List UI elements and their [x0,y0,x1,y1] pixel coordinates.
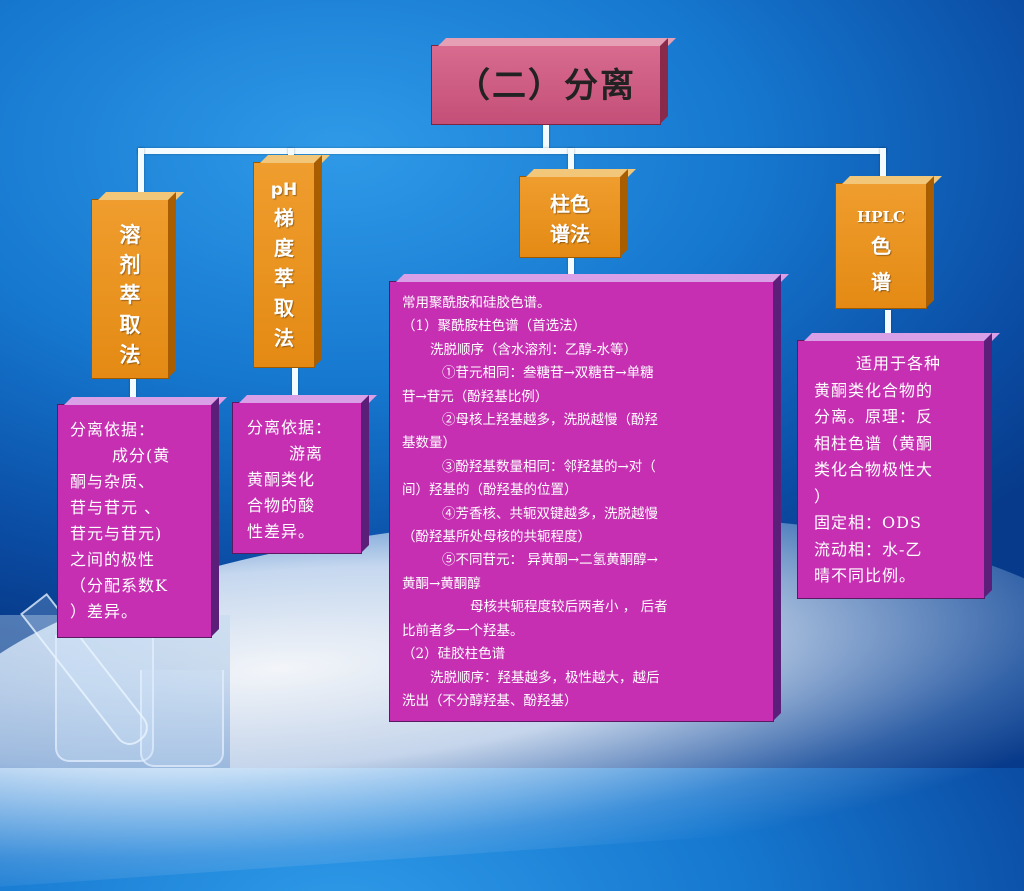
hplc-desc-line: 分离。原理：反 [814,407,934,426]
connector-solvent-drop [138,148,144,200]
page-title: （二）分离 [456,66,636,106]
ph-desc-box: 分离依据： 游离 黄酮类化 合物的酸 性差异。 [232,402,362,554]
column-desc-line: ⑤不同苷元： 异黄酮→二氢黄酮醇→ [442,552,658,569]
column-desc-line: ②母核上羟基越多，洗脱越慢（酚羟 [442,412,658,429]
hplc-desc-line: 适用于各种 [856,354,942,373]
column-desc-line: （酚羟基所处母核的共轭程度） [402,529,591,546]
solvent-desc-line: 苷与苷元 、 [70,498,162,517]
connector-title-down [543,116,549,152]
solvent-label-char: 剂 [119,252,141,277]
connector-column-drop [568,148,574,176]
hplc-box: HPLC 色 谱 [835,183,927,309]
solvent-desc-line: ）差异。 [70,602,139,621]
column-chromatography-box: 柱色 谱法 [519,176,621,258]
hplc-desc-box: 适用于各种 黄酮类化合物的 分离。原理：反 相柱色谱（黄酮 类化合物极性大 ） … [797,340,985,599]
ph-desc-line: 合物的酸 [247,496,316,515]
connector-horizontal [138,148,886,154]
hplc-desc-line: 相柱色谱（黄酮 [814,433,934,453]
solvent-desc-line: 成分(黄 [112,446,171,465]
hplc-desc-line: ） [814,486,832,506]
column-desc-line: 洗脱顺序：羟基越多，极性越大，越后 [430,669,660,686]
connector-solvent-desc [130,378,136,404]
solvent-label-char: 溶 [119,222,141,247]
connector-ph-desc [292,368,298,402]
ph-desc-line: 性差异。 [247,522,316,541]
connector-hplc-drop [880,148,886,182]
solvent-extraction-box: 溶 剂 萃 取 法 [91,199,169,379]
column-label-line: 谱法 [550,222,590,246]
ph-desc-line: 游离 [289,444,324,463]
column-desc-line: 黄酮→黄酮醇 [402,575,481,592]
column-desc-line: 基数量） [402,435,456,452]
column-desc-line: 间）羟基的（酚羟基的位置） [402,482,578,499]
column-desc-line: 常用聚酰胺和硅胶色谱。 [402,295,551,311]
solvent-desc-line: 苷元与苷元) [70,524,163,543]
connector-column-desc [568,256,574,282]
hplc-desc-line: 类化合物极性大 [814,460,934,479]
ph-label-line: 度 [274,236,294,260]
column-label-line: 柱色 [550,192,590,216]
ph-desc-line: 黄酮类化 [247,470,316,489]
hplc-label-line: 谱 [871,270,891,294]
solvent-desc-box: 分离依据： 成分(黄 酮与杂质、 苷与苷元 、 苷元与苷元) 之间的极性 （分配… [57,404,212,638]
hplc-desc-line: 晴不同比例。 [814,566,917,585]
solvent-label-char: 萃 [119,282,141,307]
solvent-desc-line: 酮与杂质、 [70,472,156,491]
solvent-desc-line: 分离依据： [70,420,156,439]
ph-label-line: pH [270,180,298,200]
column-desc-line: 比前者多一个羟基。 [402,622,524,639]
ph-label-line: 萃 [274,266,294,290]
column-desc-line: （1）聚酰胺柱色谱（首选法） [402,318,587,335]
lab-glassware-image [0,592,230,768]
solvent-desc-line: （分配系数K [70,576,168,595]
column-desc-line: （2）硅胶柱色谱 [402,646,506,663]
hplc-desc-line: 固定相：ODS [814,513,922,532]
ph-label-line: 梯 [274,206,294,230]
column-desc-line: ①苷元相同：叁糖苷→双糖苷→单糖 [442,365,654,382]
column-desc-line: ④芳香核、共轭双键越多，洗脱越慢 [442,505,658,522]
column-desc-line: 洗出（不分醇羟基、酚羟基） [402,692,578,709]
column-desc-box: 常用聚酰胺和硅胶色谱。 （1）聚酰胺柱色谱（首选法） 洗脱顺序（含水溶剂：乙醇-… [389,281,774,722]
column-desc-line: 苷→苷元（酚羟基比例） [402,388,549,405]
hplc-desc-line: 流动相：水-乙 [814,539,923,559]
ph-gradient-extraction-box: pH 梯 度 萃 取 法 [253,162,315,368]
ph-desc-line: 分离依据： [247,418,333,437]
title-box: （二）分离 [431,45,661,125]
solvent-label-char: 取 [119,312,141,337]
solvent-desc-line: 之间的极性 [70,550,156,569]
ph-label-line: 取 [274,296,294,320]
ph-label-line: 法 [274,326,294,350]
hplc-desc-line: 黄酮类化合物的 [814,380,934,400]
connector-hplc-desc [885,310,891,342]
column-desc-line: ③酚羟基数量相同：邻羟基的→对（ [442,458,656,475]
column-desc-line: 洗脱顺序（含水溶剂：乙醇-水等） [430,341,638,358]
hplc-label-line: 色 [871,234,891,258]
hplc-label-line: HPLC [857,208,905,226]
solvent-label-char: 法 [119,342,141,367]
column-desc-line: 母核共轭程度较后两者小 ， 后者 [470,599,668,616]
